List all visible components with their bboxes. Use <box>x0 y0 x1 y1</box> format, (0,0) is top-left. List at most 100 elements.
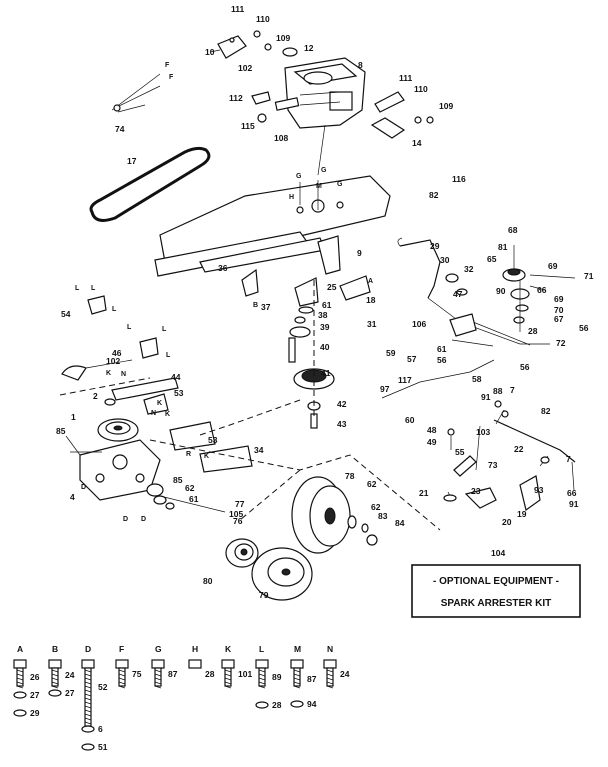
part-callout: D <box>123 516 128 523</box>
thread-mark <box>84 709 92 713</box>
part-callout: 12 <box>304 43 314 53</box>
thread-mark <box>84 721 92 725</box>
legend-part-number: 24 <box>340 669 350 679</box>
wheel-79 <box>251 547 313 601</box>
transaxle-pulley-1 <box>97 398 139 442</box>
fitting-110 <box>253 30 272 51</box>
thread-mark <box>84 689 92 693</box>
thread-mark <box>84 681 92 685</box>
part-callout: 61 <box>189 494 199 504</box>
pulley-85-62 <box>146 483 226 513</box>
part-callout: 20 <box>502 517 512 527</box>
bracket-46 <box>139 337 159 359</box>
part-callout: R <box>186 451 191 458</box>
legend-letter: F <box>119 644 124 654</box>
part-callout: 97 <box>380 384 390 394</box>
part-callout: 69 <box>548 261 558 271</box>
thread-mark <box>16 677 24 681</box>
part-callout: 40 <box>320 342 330 352</box>
part-callout: H <box>289 194 294 201</box>
part-callout: 44 <box>171 372 181 382</box>
thread-mark <box>84 673 92 677</box>
part-callout: 10 <box>205 47 215 57</box>
washer-nut-icon <box>81 725 95 733</box>
thread-mark <box>326 673 334 677</box>
legend-part-number: 6 <box>98 724 103 734</box>
part-callout: 102 <box>106 356 120 366</box>
part-callout: 58 <box>472 374 482 384</box>
legend-letter: B <box>52 644 58 654</box>
thread-mark <box>224 673 232 677</box>
part-callout: M <box>316 183 322 190</box>
part-callout: 21 <box>419 488 429 498</box>
part-callout: 55 <box>455 447 465 457</box>
thread-mark <box>51 681 59 685</box>
thread-mark <box>326 681 334 685</box>
chassis-frame <box>154 175 391 277</box>
part-callout: G <box>321 167 327 174</box>
part-callout: 23 <box>471 486 481 496</box>
legend-group: G87 <box>151 644 178 689</box>
part-callout: 14 <box>412 138 422 148</box>
thread-mark <box>154 685 162 689</box>
thread-mark <box>16 669 24 673</box>
thread-mark <box>258 669 266 673</box>
thread-mark <box>84 677 92 681</box>
part-callout: 30 <box>440 255 450 265</box>
part-callout: 34 <box>254 445 264 455</box>
part-callout: 7 <box>510 385 515 395</box>
part-callout: 66 <box>567 488 577 498</box>
part-callout: L <box>127 324 132 331</box>
thread-mark <box>84 713 92 717</box>
part-callout: 78 <box>345 471 355 481</box>
part-callout: L <box>75 285 80 292</box>
part-callout: 22 <box>514 444 524 454</box>
part-callout: 43 <box>337 419 347 429</box>
part-callout: 79 <box>259 590 269 600</box>
part-callout: A <box>368 278 373 285</box>
transaxle-housing-4 <box>65 435 161 501</box>
thread-mark <box>51 677 59 681</box>
bolt-shank-icon <box>118 667 126 687</box>
part-callout: L <box>162 326 167 333</box>
thread-mark <box>84 701 92 705</box>
thread-mark <box>84 697 92 701</box>
legend-part-number: 29 <box>30 708 40 718</box>
part-callout: 88 <box>493 386 503 396</box>
legend-part-number: 94 <box>307 699 317 709</box>
part-callout: F <box>165 62 170 69</box>
legend-part-number: 87 <box>307 674 317 684</box>
thread-mark <box>84 693 92 697</box>
optional-equipment-box: - OPTIONAL EQUIPMENT - SPARK ARRESTER KI… <box>411 564 581 618</box>
part-callout: K <box>157 400 162 407</box>
part-callout: 112 <box>229 93 243 103</box>
lever-bracket-14 <box>370 91 434 139</box>
legend-letter: D <box>85 644 91 654</box>
bolt-shank-icon <box>258 667 266 687</box>
part-callout: 65 <box>487 254 497 264</box>
thread-mark <box>51 685 59 689</box>
thread-mark <box>84 669 92 673</box>
part-callout: 62 <box>367 479 377 489</box>
wheel-78 <box>291 476 378 554</box>
part-callout: 56 <box>579 323 589 333</box>
legend-letter: G <box>155 644 162 654</box>
legend-part-number: 26 <box>30 672 40 682</box>
legend-part-number: 51 <box>98 742 108 752</box>
part-callout: 83 <box>378 511 388 521</box>
legend-part-number: 28 <box>205 669 215 679</box>
part-callout: 61 <box>437 344 447 354</box>
washer-nut-icon <box>255 701 269 709</box>
bolt-head-icon <box>48 659 62 669</box>
part-callout: 80 <box>203 576 213 586</box>
part-callout: 109 <box>439 101 453 111</box>
part-callout: 115 <box>241 121 255 131</box>
part-callout: 66 <box>537 285 547 295</box>
part-callout: 82 <box>429 190 439 200</box>
part-callout: 49 <box>427 437 437 447</box>
